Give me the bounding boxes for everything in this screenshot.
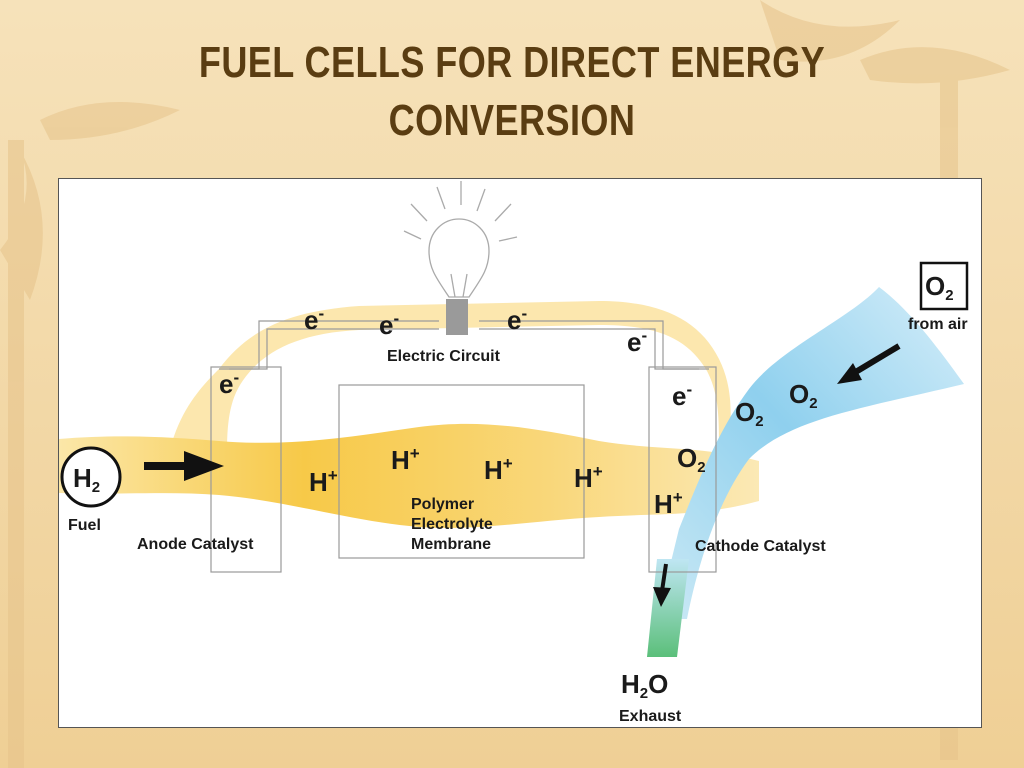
membrane-label-line-1: Polymer xyxy=(411,496,474,513)
electric-circuit-label: Electric Circuit xyxy=(387,348,501,365)
hydrogen-label: H2 xyxy=(73,463,100,496)
oxygen-box-label: O2 xyxy=(925,271,954,304)
lightbulb-icon xyxy=(403,181,518,298)
fuel-label: Fuel xyxy=(68,517,101,534)
arrow-down-left-icon xyxy=(837,343,901,384)
oxygen-box xyxy=(919,261,969,311)
arrow-down-icon xyxy=(653,563,671,607)
anode-catalyst-label: Anode Catalyst xyxy=(137,536,254,553)
electron-label: e- xyxy=(304,304,324,335)
title-line-1: FUEL CELLS FOR DIRECT ENERGY xyxy=(198,38,826,87)
electron-label: e- xyxy=(627,326,647,357)
fuel-cell-diagram: H2 O2 e- e- e- e- e- e- H+ H+ H+ H+ H+ O… xyxy=(59,181,969,725)
electron-label: e- xyxy=(672,380,692,411)
proton-label: H+ xyxy=(654,488,683,519)
proton-label: H+ xyxy=(484,454,513,485)
arrow-right-icon xyxy=(144,451,224,481)
membrane-label-line-2: Electrolyte xyxy=(411,516,493,533)
membrane-box xyxy=(338,384,585,559)
electron-label: e- xyxy=(379,309,399,340)
electron-label: e- xyxy=(219,368,239,399)
title-line-2: CONVERSION xyxy=(388,96,636,145)
exhaust-label: Exhaust xyxy=(619,708,682,725)
hydrogen-circle xyxy=(60,446,122,508)
membrane-label-line-3: Membrane xyxy=(411,536,491,553)
oxygen-label: O2 xyxy=(789,379,818,412)
proton-label: H+ xyxy=(574,462,603,493)
fuel-cell-diagram-panel: H2 O2 e- e- e- e- e- e- H+ H+ H+ H+ H+ O… xyxy=(58,178,982,728)
air-stream xyxy=(657,287,964,619)
from-air-label: from air xyxy=(908,316,968,333)
slide-title: FUEL CELLS FOR DIRECT ENERGY CONVERSION xyxy=(92,34,932,150)
proton-label: H+ xyxy=(309,466,338,497)
electron-label: e- xyxy=(507,304,527,335)
electron-circuit-band xyxy=(169,301,731,454)
cathode-catalyst-box xyxy=(648,366,717,573)
proton-label: H+ xyxy=(391,444,420,475)
oxygen-label: O2 xyxy=(677,443,706,476)
lightbulb-base xyxy=(446,299,468,335)
cathode-catalyst-label: Cathode Catalyst xyxy=(695,538,826,555)
water-label: H2O xyxy=(621,669,668,702)
oxygen-label: O2 xyxy=(735,397,764,430)
circuit-wires xyxy=(219,320,709,370)
water-stream xyxy=(647,559,689,657)
